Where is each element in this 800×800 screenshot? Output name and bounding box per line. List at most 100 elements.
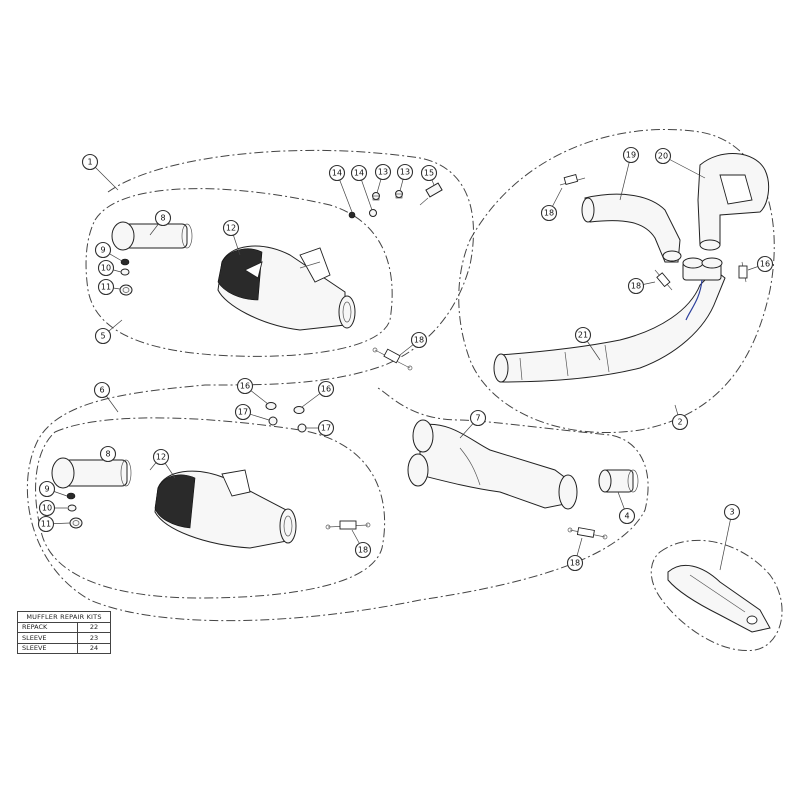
washer-10-upper <box>120 268 130 276</box>
spring-18-group2-a <box>559 174 586 186</box>
callout-4: 4 <box>618 507 636 525</box>
svg-text:13: 13 <box>400 168 410 177</box>
callout-11-lower: 11 <box>37 515 55 533</box>
group-outline-2 <box>458 129 775 434</box>
spring-18-upper <box>372 347 413 371</box>
washer-14-a <box>348 211 356 219</box>
callout-12-upper: 12 <box>222 219 240 237</box>
kit-name: SLEEVE <box>17 642 78 654</box>
svg-text:18: 18 <box>544 209 554 218</box>
svg-text:18: 18 <box>358 546 368 555</box>
link-pipe-8-lower <box>51 457 132 489</box>
callout-9-lower: 9 <box>38 480 56 498</box>
callout-8-lower: 8 <box>99 445 117 463</box>
muffler-repair-kits-table: MUFFLER REPAIR KITS REPACK 22 SLEEVE 23 … <box>17 611 111 654</box>
callout-21: 21 <box>574 326 592 344</box>
svg-text:11: 11 <box>41 520 51 529</box>
washer-9-upper <box>120 258 130 266</box>
svg-text:18: 18 <box>631 282 641 291</box>
callout-13-a: 13 <box>374 163 392 181</box>
group-outline-5 <box>85 188 393 357</box>
callout-9-upper: 9 <box>94 241 112 259</box>
svg-text:13: 13 <box>378 168 388 177</box>
header-pipe-19 <box>581 193 682 263</box>
callout-7: 7 <box>469 409 487 427</box>
callout-14-b: 14 <box>350 164 368 182</box>
link-pipe-8-upper <box>111 221 193 251</box>
kit-row: SLEEVE 24 <box>17 642 111 654</box>
svg-text:9: 9 <box>100 246 105 255</box>
callout-5: 5 <box>94 327 112 345</box>
svg-text:8: 8 <box>105 450 110 459</box>
svg-text:9: 9 <box>44 485 49 494</box>
group-outline-1 <box>26 149 649 622</box>
kit-ref: 22 <box>77 621 111 633</box>
svg-text:14: 14 <box>332 169 342 178</box>
callout-18-e: 18 <box>627 277 645 295</box>
svg-text:5: 5 <box>100 332 105 341</box>
spring-18-lower-right <box>567 527 608 540</box>
kit-name: SLEEVE <box>17 632 78 644</box>
callout-12-lower: 12 <box>152 448 170 466</box>
svg-text:18: 18 <box>414 336 424 345</box>
svg-text:16: 16 <box>240 382 250 391</box>
sleeve-4 <box>598 469 639 493</box>
callout-17-a: 17 <box>234 403 252 421</box>
svg-text:4: 4 <box>624 512 629 521</box>
svg-text:12: 12 <box>156 453 166 462</box>
group-outline-6 <box>35 417 386 599</box>
svg-text:12: 12 <box>226 224 236 233</box>
callout-20: 20 <box>654 147 672 165</box>
svg-text:21: 21 <box>578 331 588 340</box>
callout-15: 15 <box>420 164 438 182</box>
callout-19: 19 <box>622 146 640 164</box>
kits-title-row: MUFFLER REPAIR KITS <box>17 611 111 623</box>
spring-18-lower-left <box>325 520 371 530</box>
svg-text:1: 1 <box>87 158 92 167</box>
svg-text:11: 11 <box>101 283 111 292</box>
svg-text:17: 17 <box>321 424 331 433</box>
nut-17-b <box>297 423 307 433</box>
spring-18-group2-c <box>738 261 748 283</box>
y-pipe-7 <box>407 419 578 510</box>
callout-13-b: 13 <box>396 163 414 181</box>
callout-10-lower: 10 <box>38 499 56 517</box>
svg-text:20: 20 <box>658 152 668 161</box>
svg-text:10: 10 <box>42 504 52 513</box>
callout-8-upper: 8 <box>154 209 172 227</box>
washer-16-b <box>293 406 305 414</box>
nut-11-upper <box>119 284 133 296</box>
callout-1: 1 <box>81 153 99 171</box>
washer-16-a <box>265 402 277 410</box>
header-pipe-20 <box>697 153 770 251</box>
sensor-15 <box>419 182 443 206</box>
svg-text:2: 2 <box>677 418 682 427</box>
kit-name: REPACK <box>17 621 78 633</box>
callout-10-upper: 10 <box>97 259 115 277</box>
svg-text:6: 6 <box>99 386 104 395</box>
svg-text:17: 17 <box>238 408 248 417</box>
kit-ref: 23 <box>77 632 111 644</box>
callout-18-d: 18 <box>540 204 558 222</box>
washer-14-b <box>369 209 377 217</box>
svg-text:18: 18 <box>570 559 580 568</box>
nut-11-lower <box>69 517 83 529</box>
group-outline-3 <box>650 539 783 652</box>
bolt-13-a <box>372 192 380 201</box>
callout-18-a: 18 <box>410 331 428 349</box>
svg-text:8: 8 <box>160 214 165 223</box>
washer-10-lower <box>67 504 77 512</box>
kit-ref: 24 <box>77 642 111 654</box>
heat-shield-3 <box>667 564 771 633</box>
callout-3: 3 <box>723 503 741 521</box>
spring-18-group2-b <box>654 269 673 291</box>
callout-18-c: 18 <box>566 554 584 572</box>
callout-16-b: 16 <box>317 380 335 398</box>
callout-17-b: 17 <box>317 419 335 437</box>
muffler-12-lower <box>154 469 297 549</box>
callout-2: 2 <box>671 413 689 431</box>
svg-text:3: 3 <box>729 508 734 517</box>
callout-18-b: 18 <box>354 541 372 559</box>
svg-text:16: 16 <box>321 385 331 394</box>
